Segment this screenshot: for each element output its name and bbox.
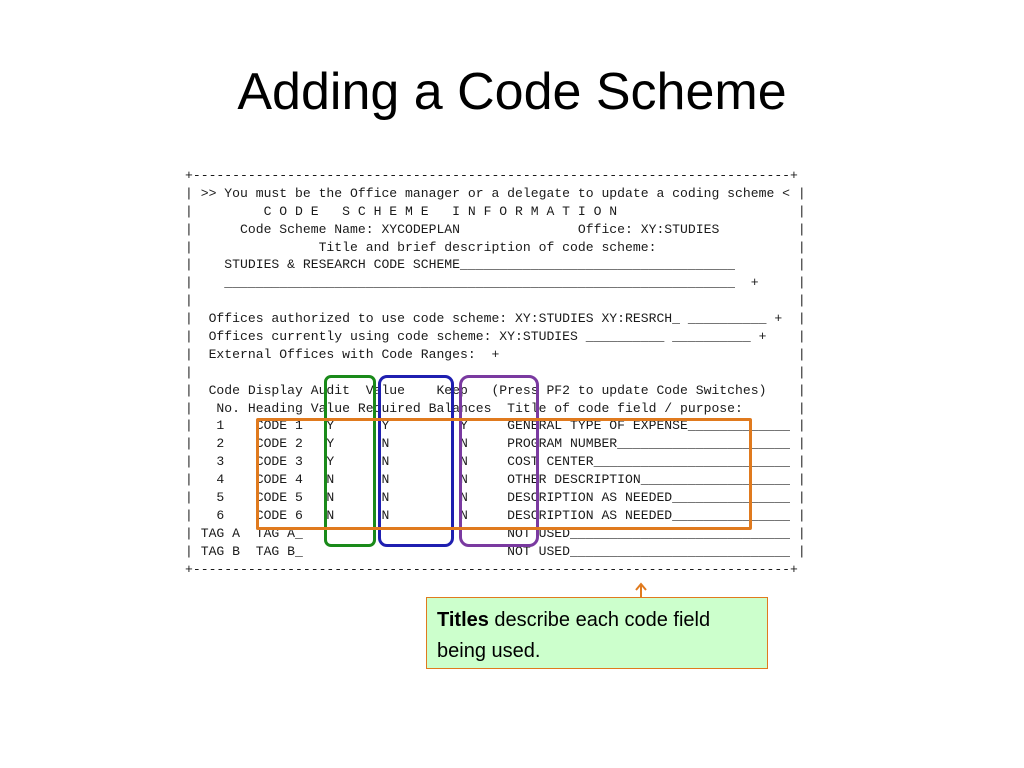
- keep-balances-column-highlight: [459, 375, 539, 547]
- screen-line: | ______________________________________…: [185, 275, 806, 291]
- screen-line: | 3 CODE 3 Y N N COST CENTER____________…: [185, 454, 806, 470]
- screen-line: | TAG B TAG B_ NOT USED_________________…: [185, 543, 806, 559]
- screen-line: | Code Display Audit Value Keep (Press P…: [185, 382, 806, 398]
- screen-line: | C O D E S C H E M E I N F O R M A T I …: [185, 203, 806, 219]
- screen-line: | Title and brief description of code sc…: [185, 239, 806, 255]
- callout-text: describe each code field being used.: [437, 609, 711, 662]
- value-required-column-highlight: [378, 375, 454, 547]
- screen-line: | 5 CODE 5 N N N DESCRIPTION AS NEEDED__…: [185, 490, 806, 506]
- screen-line: | >> You must be the Office manager or a…: [185, 185, 806, 201]
- screen-line: | 2 CODE 2 Y N N PROGRAM NUMBER_________…: [185, 436, 806, 452]
- screen-line: | |: [185, 293, 806, 309]
- screen-line: | External Offices with Code Ranges: + |: [185, 346, 806, 362]
- screen-line: | STUDIES & RESEARCH CODE SCHEME________…: [185, 257, 806, 273]
- screen-line: | Offices currently using code scheme: X…: [185, 329, 806, 345]
- titles-area-highlight: [256, 418, 752, 530]
- screen-line: | Code Scheme Name: XYCODEPLAN Office: X…: [185, 221, 806, 237]
- terminal-screen: +---------------------------------------…: [185, 167, 806, 578]
- callout-bold-text: Titles: [437, 609, 489, 631]
- screen-line: | |: [185, 364, 806, 380]
- screen-line: +---------------------------------------…: [185, 561, 798, 577]
- screen-line: +---------------------------------------…: [185, 168, 798, 183]
- titles-callout: Titles describe each code field being us…: [426, 597, 768, 669]
- screen-line: | Offices authorized to use code scheme:…: [185, 311, 806, 327]
- audit-value-column-highlight: [324, 375, 376, 547]
- screen-line: | 6 CODE 6 N N N DESCRIPTION AS NEEDED__…: [185, 507, 806, 523]
- slide-title: Adding a Code Scheme: [237, 63, 787, 121]
